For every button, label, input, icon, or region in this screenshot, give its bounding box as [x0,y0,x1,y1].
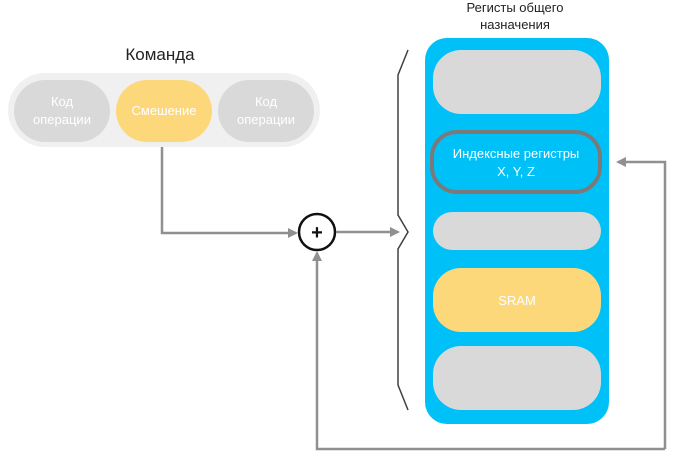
index-registers-line1: Индексные регистры [453,146,580,161]
register-slot-middle [433,212,601,250]
adder-node: + [297,212,337,252]
opcode-field-left: Код операции [14,80,110,142]
index-registers: Индексные регистры X, Y, Z [430,130,602,194]
offset-to-adder-arrow [160,147,298,238]
opcode-field-right-line1: Код [255,94,278,109]
opcode-field-left-line2: операции [33,112,91,127]
register-brace [397,49,409,411]
offset-field-label: Смешение [132,103,197,118]
feedback-to-adder-arrow [312,251,665,451]
offset-field: Смешение [116,80,212,142]
adder-symbol: + [311,222,323,244]
registers-title-line2: назначения [480,17,550,32]
opcode-field-left-line1: Код [51,94,74,109]
command-title: Команда [125,45,195,64]
register-slot-bottom [433,346,601,410]
opcode-field-right-line2: операции [237,112,295,127]
registers-title-line1: Регисты общего [467,0,564,15]
sram-label: SRAM [498,293,536,308]
sram-block: SRAM [433,268,601,332]
index-feedback-arrow [616,157,667,449]
opcode-field-right: Код операции [218,80,314,142]
index-registers-line2: X, Y, Z [497,164,535,179]
register-slot-top [433,50,601,114]
